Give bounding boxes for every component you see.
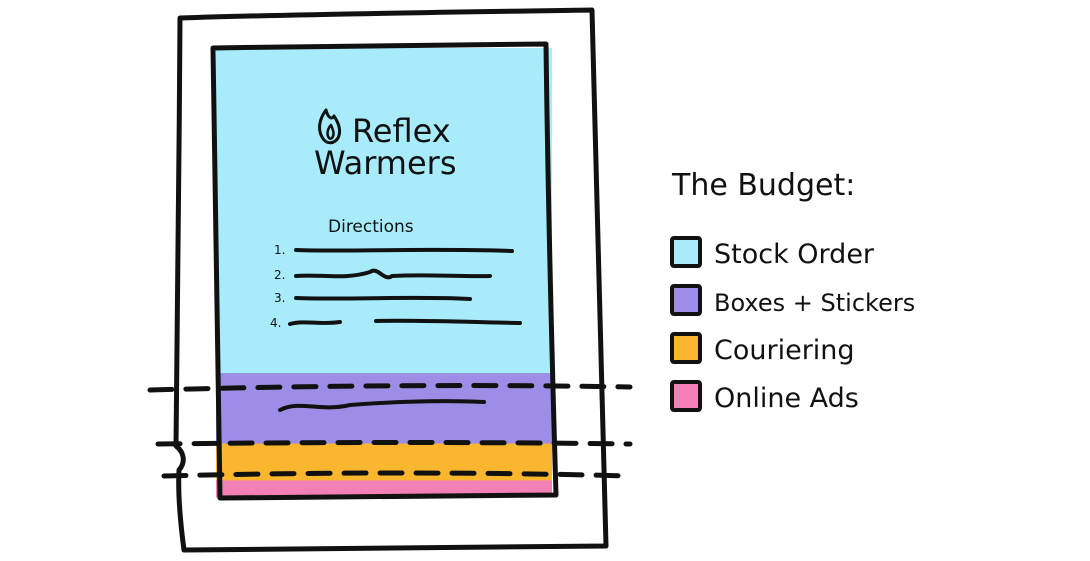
legend-title: The Budget: — [671, 168, 855, 203]
legend-swatch — [670, 332, 702, 364]
legend-label: Couriering — [714, 335, 855, 366]
legend-swatch — [670, 284, 702, 316]
scribble-line — [278, 399, 486, 412]
divider-dashed-line — [147, 383, 633, 393]
band-stock-order — [216, 48, 552, 374]
brand-line1: Reflex — [352, 112, 451, 150]
brand-line2: Warmers — [314, 144, 456, 182]
scribble-line — [294, 268, 492, 280]
divider-dashed-line — [161, 470, 633, 479]
scribble-line — [294, 247, 514, 253]
flame-icon — [318, 108, 342, 145]
legend-swatch — [670, 380, 702, 412]
direction-number: 3. — [274, 291, 285, 305]
page-outline — [173, 7, 609, 553]
divider-dashed-line — [155, 440, 633, 447]
legend-swatch — [670, 236, 702, 268]
flyer-border — [210, 41, 559, 501]
directions-heading: Directions — [328, 217, 414, 237]
legend-label: Online Ads — [714, 383, 859, 414]
scribble-line — [374, 318, 522, 325]
legend-label: Boxes + Stickers — [714, 289, 915, 317]
band-online-ads — [216, 480, 552, 498]
scribble-line — [288, 320, 342, 326]
scribble-line — [294, 295, 472, 301]
direction-number: 1. — [274, 243, 285, 257]
legend-label: Stock Order — [714, 239, 875, 270]
direction-number: 2. — [274, 268, 285, 282]
direction-number: 4. — [270, 316, 281, 330]
